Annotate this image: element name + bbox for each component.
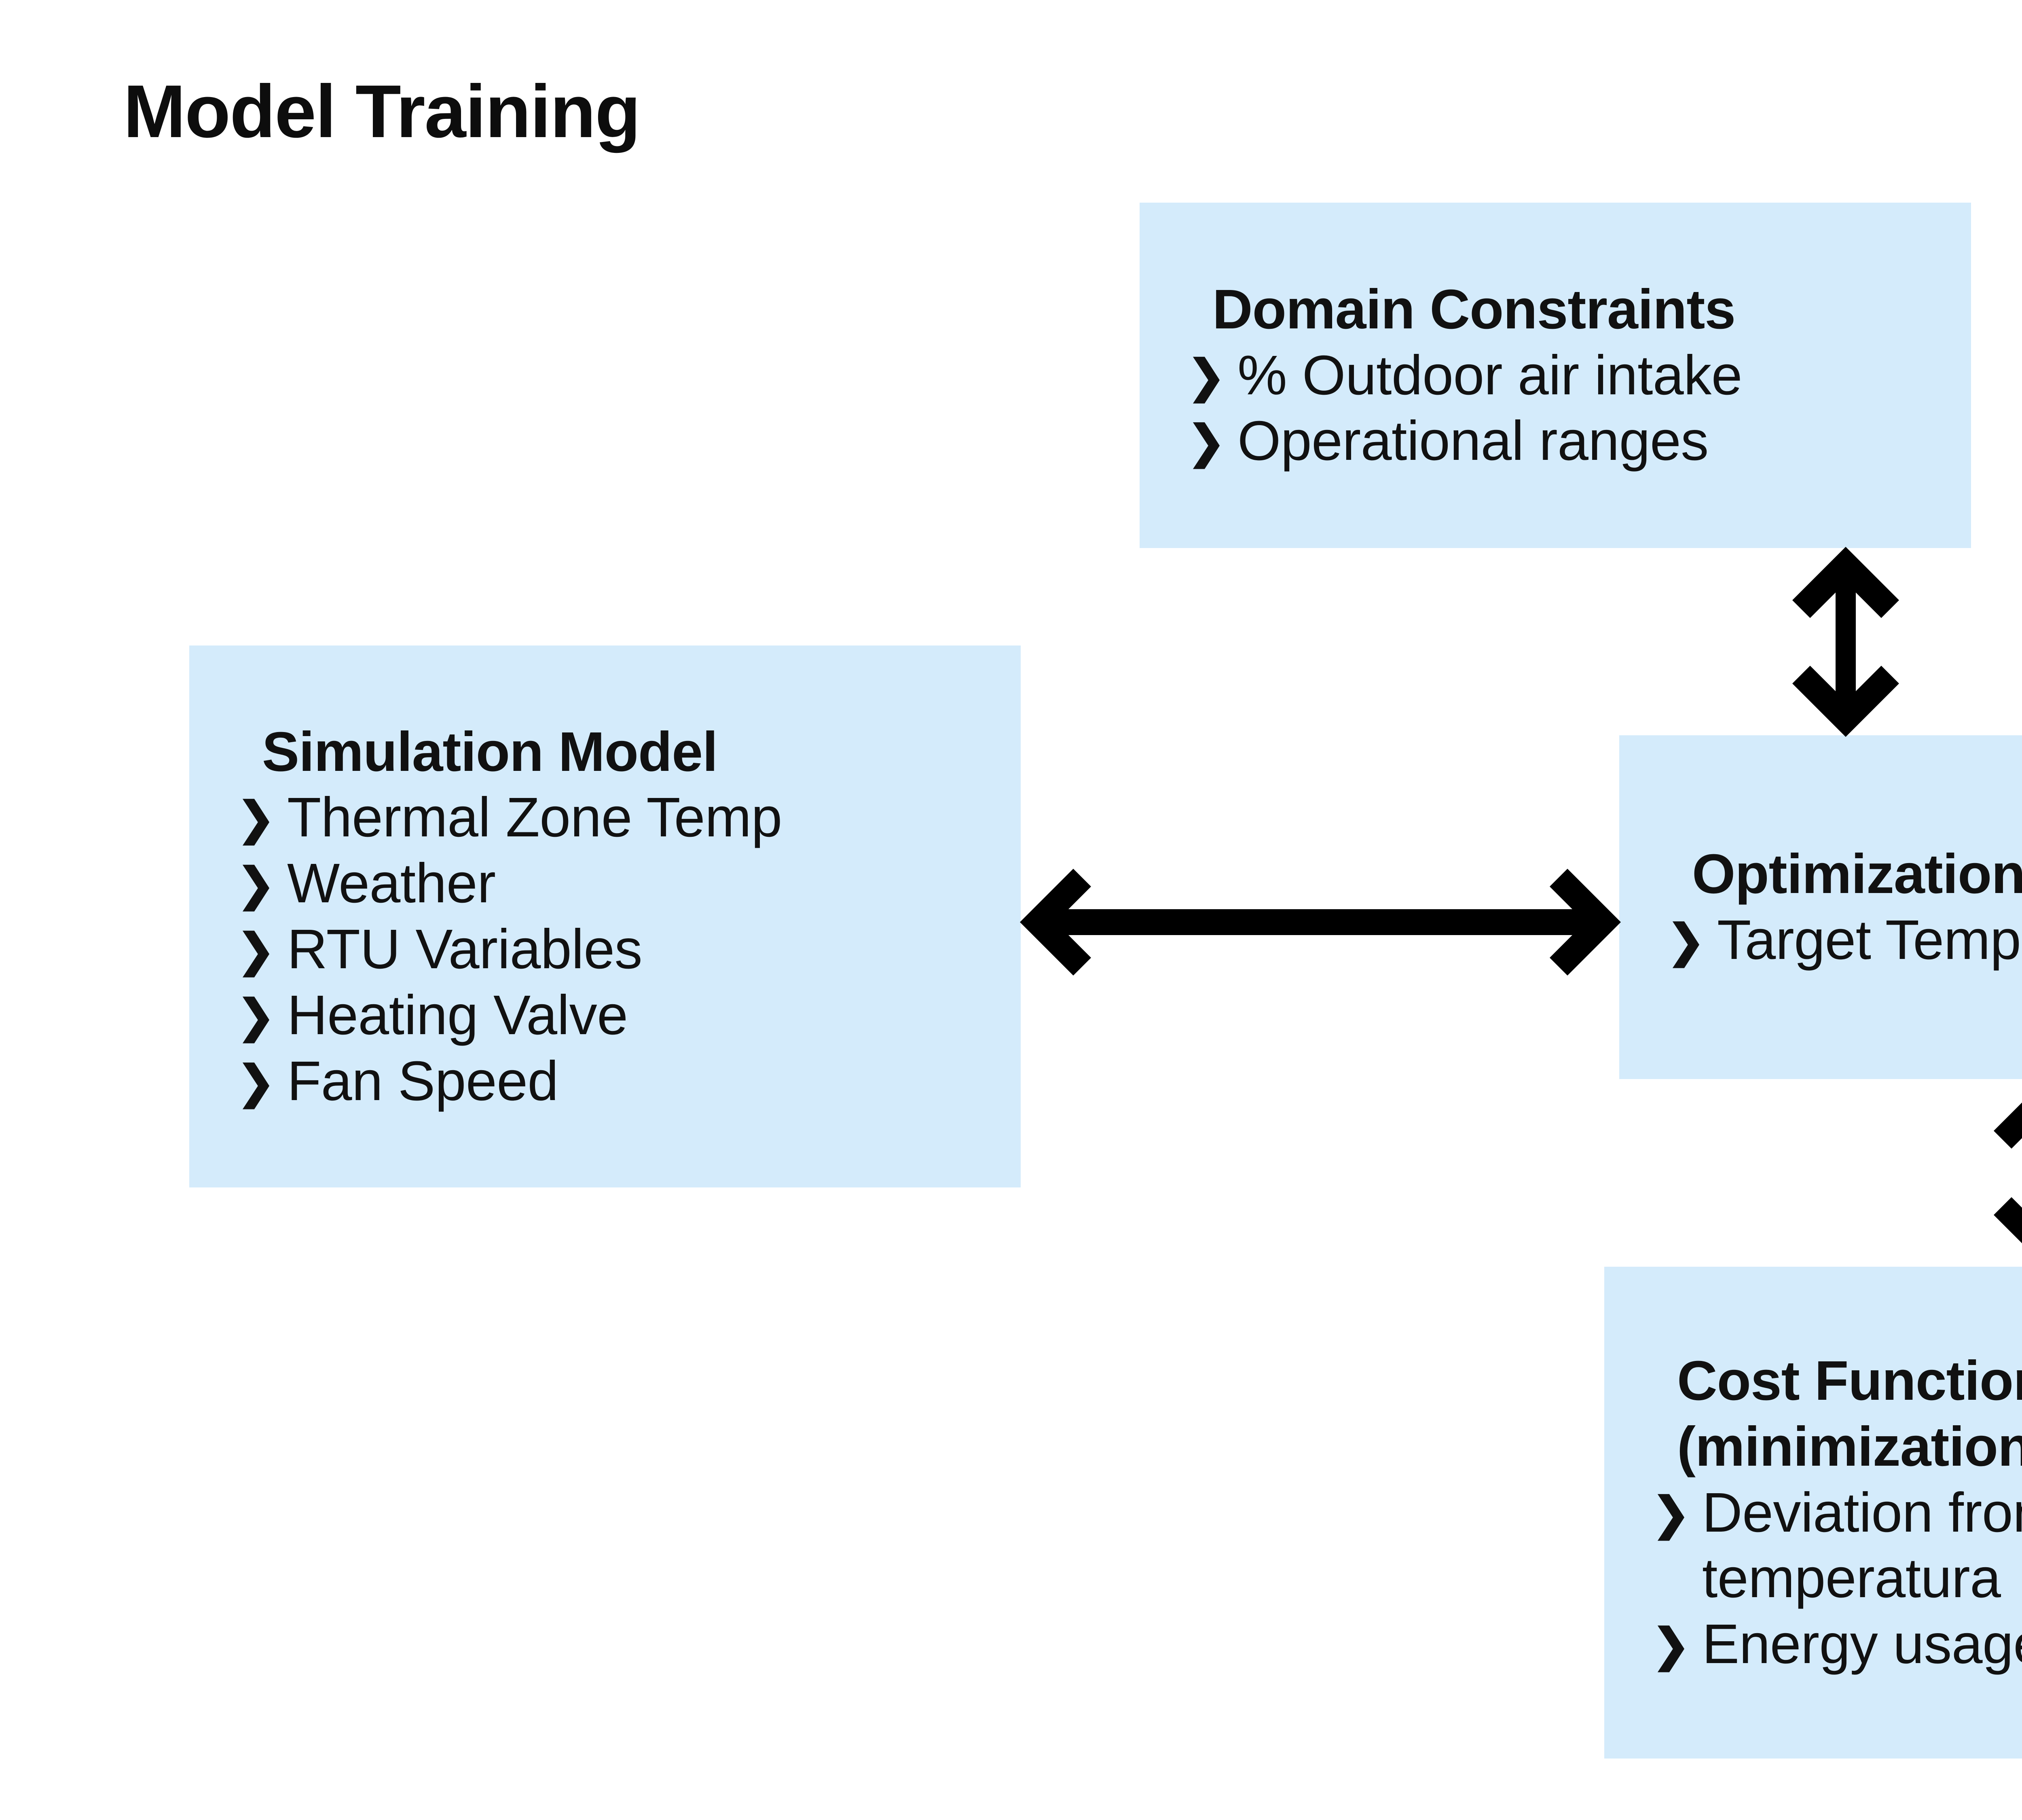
list-item: ❯Fan Speed [237, 1048, 1021, 1114]
node-optimization-model[interactable]: Optimization Model ❯Target Temperature [1619, 735, 2022, 1079]
list-item-label: Target Temperature [1717, 909, 2022, 971]
list-item-label: Deviation from target temperatura [1702, 1481, 2022, 1610]
chevron-right-icon: ❯ [237, 793, 275, 844]
list-item: ❯Operational ranges [1187, 408, 1971, 474]
chevron-right-icon: ❯ [1187, 417, 1225, 468]
page-title: Model Training [123, 70, 641, 153]
list-item: ❯Target Temperature [1667, 907, 2022, 973]
list-item-label: Thermal Zone Temp [287, 786, 782, 849]
list-item-label: Fan Speed [287, 1050, 558, 1112]
node-body: Optimization Model ❯Target Temperature [1667, 841, 2022, 973]
node-title: Domain Constraints [1212, 278, 1736, 341]
chevron-right-icon: ❯ [237, 859, 275, 910]
node-title: Optimization Model [1692, 843, 2022, 906]
node-body: Domain Constraints ❯% Outdoor air intake… [1187, 277, 1971, 474]
list-item: ❯Deviation from target temperatura [1652, 1480, 2022, 1612]
connector-simulation-model-to-optimization-model [1020, 841, 1621, 1003]
node-simulation-model[interactable]: Simulation Model ❯Thermal Zone Temp ❯Wea… [189, 645, 1021, 1187]
node-title: Cost Function (minimization criteria) [1677, 1349, 2022, 1478]
bullet-list: ❯Target Temperature [1667, 907, 2022, 973]
list-item-label: RTU Variables [287, 918, 643, 980]
chevron-right-icon: ❯ [237, 990, 275, 1041]
chevron-right-icon: ❯ [1652, 1488, 1690, 1539]
list-item-label: Weather [287, 852, 496, 915]
node-title: Simulation Model [262, 720, 718, 783]
chevron-right-icon: ❯ [237, 1056, 275, 1107]
list-item: ❯% Outdoor air intake [1187, 343, 1971, 408]
node-body: Cost Function (minimization criteria) ❯D… [1652, 1348, 2022, 1677]
list-item: ❯Thermal Zone Temp [237, 785, 1021, 851]
list-item-label: Operational ranges [1237, 410, 1709, 472]
node-cost-function[interactable]: Cost Function (minimization criteria) ❯D… [1604, 1267, 2022, 1759]
bullet-list: ❯Deviation from target temperatura ❯Ener… [1652, 1480, 2022, 1677]
chevron-right-icon: ❯ [1652, 1620, 1690, 1671]
chevron-right-icon: ❯ [1667, 916, 1705, 966]
bullet-list: ❯Thermal Zone Temp ❯Weather ❯RTU Variabl… [237, 785, 1021, 1114]
list-item: ❯Weather [237, 851, 1021, 916]
node-body: Simulation Model ❯Thermal Zone Temp ❯Wea… [237, 719, 1021, 1114]
list-item-label: Energy usage [1702, 1613, 2022, 1676]
chevron-right-icon: ❯ [1187, 351, 1225, 402]
connector-optimization-model-to-cost-function [1966, 1077, 2022, 1268]
list-item-label: Heating Valve [287, 984, 628, 1046]
node-domain-constraints[interactable]: Domain Constraints ❯% Outdoor air intake… [1140, 203, 1971, 548]
list-item: ❯Energy usage [1652, 1611, 2022, 1677]
connector-domain-constraints-to-optimization-model [1765, 547, 1927, 737]
list-item-label: % Outdoor air intake [1237, 344, 1742, 406]
bullet-list: ❯% Outdoor air intake ❯Operational range… [1187, 343, 1971, 474]
list-item: ❯Heating Valve [237, 982, 1021, 1048]
chevron-right-icon: ❯ [237, 925, 275, 976]
list-item: ❯RTU Variables [237, 916, 1021, 982]
